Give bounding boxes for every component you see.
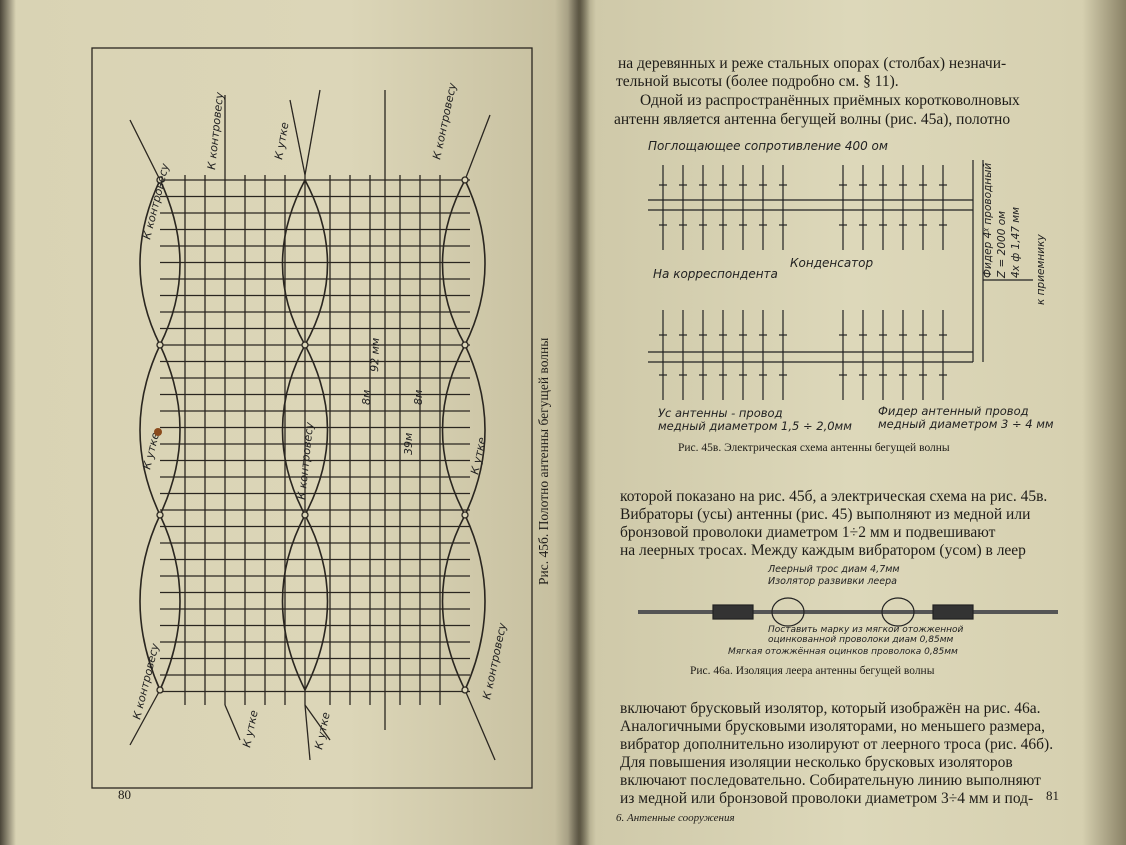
label-k-utke: К утке (240, 709, 261, 749)
label-k-kontrovesu: К контровесу (430, 81, 459, 160)
label-capacitor: Конденсатор (790, 256, 874, 270)
book-gutter (568, 0, 590, 845)
para3-line1: включают брусковый изолятор, который изо… (620, 700, 1041, 717)
guy-line (464, 689, 496, 761)
stain-mark (154, 428, 162, 436)
ins-label-5: Мягкая отожжённая оцинков проволока 0,85… (728, 647, 958, 657)
leer-rope (441, 344, 486, 517)
para3-line4: Для повышения изоляции несколько брусков… (620, 754, 1013, 771)
label-k-utke: К утке (272, 121, 291, 161)
label-feeder-v1: Фидер 4ᵡ проводный (982, 163, 994, 278)
figure-45b-antenna-grid: К контровесу К утке К контровесу К контр… (91, 47, 551, 789)
ins-label-2: Изолятор развивки леера (768, 576, 897, 587)
label-correspondent: На корреспондента (653, 267, 778, 281)
ins-label-3: Поставить марку из мягкой отожженной (768, 625, 964, 635)
label-feeder-1: Фидер антенный провод (878, 404, 1029, 418)
label-k-kontrovesu: К контровесу (205, 91, 226, 170)
rope-node (461, 176, 469, 184)
rope-node (461, 341, 469, 349)
page-number-right: 81 (1046, 788, 1059, 803)
rope-node (301, 341, 309, 349)
rope-node (461, 686, 469, 694)
leer-rope (441, 514, 486, 692)
rope-node (156, 511, 164, 519)
ins-label-1: Леерный трос диам 4,7мм (767, 564, 900, 575)
para1-line3: Одной из распространённых приёмных корот… (640, 92, 1020, 109)
figure-46a-caption: Рис. 46а. Изоляция леера антенны бегущей… (690, 665, 935, 677)
label-resistance: Поглощающее сопротивление 400 ом (648, 139, 888, 153)
figure-frame (91, 47, 533, 789)
label-dim-8a: 8м (360, 390, 373, 405)
guy-line (304, 704, 311, 761)
footer-section: 6. Антенные сооружения (616, 812, 735, 824)
label-k-utke: К утке (312, 711, 333, 751)
rope-node (156, 176, 164, 184)
label-dim-8b: 8м (412, 390, 425, 405)
para3-line5: включают последовательно. Собирательную … (620, 772, 1041, 789)
rope-node (156, 341, 164, 349)
para3-line3: вибратор дополнительно изолируют от леер… (620, 736, 1054, 753)
label-feeder-2: медный диаметром 3 ÷ 4 мм (878, 417, 1054, 431)
label-whisker-2: медный диаметром 1,5 ÷ 2,0мм (658, 419, 852, 433)
para3-line2: Аналогичными брусковыми изоляторами, но … (620, 718, 1046, 735)
para2-line4: на леерных тросах. Между каждым вибратор… (620, 542, 1026, 559)
guy-line (129, 119, 161, 181)
cable-clamp-right (932, 604, 974, 620)
para1-line1: на деревянных и реже стальных опорах (ст… (618, 55, 1007, 72)
left-page: К контровесу К утке К контровесу К контр… (0, 0, 578, 845)
para2-line3: бронзовой проволоки диаметром 1÷2 мм и п… (620, 524, 996, 541)
label-dim-39: 39м (402, 433, 415, 455)
label-whisker-1: Ус антенны - провод (658, 406, 783, 420)
right-page: на деревянных и реже стальных опорах (ст… (578, 0, 1126, 845)
label-receiver: к приемнику (1035, 234, 1047, 305)
label-feeder-v2: Z = 2000 ом (996, 211, 1008, 279)
para3-line6: из медной или бронзовой проволоки диамет… (620, 790, 1034, 807)
label-feeder-v3: 4х ф 1,47 мм (1010, 207, 1022, 278)
page-number-left: 80 (118, 787, 131, 802)
cable-clamp-left (712, 604, 754, 620)
guy-line (304, 704, 331, 741)
para1-line2: тельной высоты (более подробно см. § 11)… (616, 73, 899, 90)
para2-line2: Вибраторы (усы) антенны (рис. 45) выполн… (620, 506, 1031, 523)
guy-line (289, 99, 306, 176)
figure-45v-caption: Рис. 45в. Электрическая схема антенны бе… (678, 442, 950, 454)
rope-node (461, 511, 469, 519)
insulator-loop-left (771, 597, 805, 627)
rope-node (301, 511, 309, 519)
label-dim-92: 92 мм (368, 338, 382, 373)
label-k-kontrovesu: К контровесу (480, 621, 509, 700)
ins-label-4: оцинкованной проволоки диам 0,85мм (768, 635, 953, 645)
para2-line1: которой показано на рис. 45б, а электрич… (620, 488, 1048, 505)
label-k-utke: К утке (468, 436, 489, 476)
para1-line4: антенн является антенна бегущей волны (р… (614, 111, 1011, 128)
label-k-utke: К утке (140, 431, 162, 471)
rope-node (156, 686, 164, 694)
figure-46a-insulator: Леерный трос диам 4,7мм Изолятор развивк… (638, 564, 1058, 657)
guy-line (464, 114, 491, 181)
guy-line (129, 689, 161, 746)
guy-line (304, 89, 321, 176)
figure-45b-caption: Рис. 45б. Полотно антенны бегущей волны (536, 338, 551, 585)
insulator-loop-right (881, 597, 915, 627)
guy-line (224, 704, 241, 741)
figure-45v-schematic: Поглощающее сопротивление 400 ом Конденс… (648, 139, 1054, 433)
leer-rope (281, 514, 329, 692)
